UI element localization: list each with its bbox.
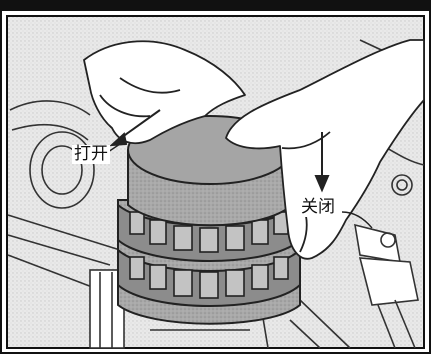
open-label: 打开 <box>72 144 110 164</box>
arrow-down-icon <box>314 132 330 193</box>
open-leader-line <box>107 139 127 153</box>
engine-background <box>7 39 425 349</box>
close-leader-line <box>341 211 373 229</box>
right-hand <box>225 39 425 260</box>
close-label: 关闭 <box>299 197 337 217</box>
left-hand <box>83 40 246 145</box>
top-bar <box>2 2 429 11</box>
